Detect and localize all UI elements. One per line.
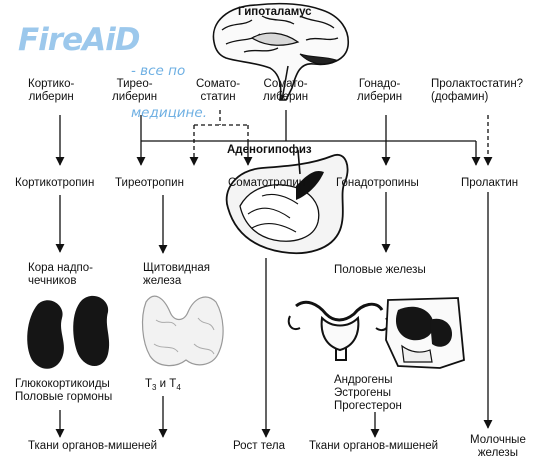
tagline-line2: медицине.: [131, 105, 207, 121]
mammary-glands-label: Молочные железы: [470, 434, 526, 459]
t4-subscript: 4: [176, 383, 181, 392]
t3-subscript: 3: [152, 383, 157, 392]
hypothalamus-label: Гипоталамус: [238, 6, 312, 18]
thyreotropin-label: Тиреотропин: [115, 177, 184, 189]
tagline-line1: - все по: [131, 63, 186, 79]
adrenal-illustration: [27, 295, 110, 369]
sex-hormones-label: Половые гормоны: [15, 391, 113, 403]
body-growth-label: Рост тела: [233, 440, 286, 452]
gonad-hormones-label: Андрогены Эстрогены Прогестерон: [334, 374, 402, 412]
adenohypophysis-label: Аденогипофиз: [227, 144, 312, 156]
pituitary-illustration: [225, 149, 349, 255]
prolactostatin-label: Пролактостатин? (дофамин): [431, 78, 524, 103]
thyroid-illustration: [141, 295, 224, 367]
connector-lines: [55, 110, 493, 438]
somatostatin-label: Сомато- статин: [196, 78, 241, 103]
and-t-text: и Т: [156, 378, 177, 390]
corticotropin-label: Кортикотропин: [15, 177, 95, 189]
gonad-target-tissues-label: Ткани органов-мишеней: [309, 440, 439, 452]
thyreoliberin-label: Тирео- либерин: [112, 78, 158, 103]
thyroid-label: Щитовидная железа: [143, 262, 210, 287]
somatoliberin-label: Сомато- либерин: [263, 78, 309, 103]
adrenal-target-tissues-label: Ткани органов-мишеней: [28, 440, 158, 452]
uterus-illustration: [287, 300, 390, 361]
brain-illustration: [212, 2, 349, 101]
prolactin-label: Пролактин: [461, 177, 519, 189]
somatotropin-label: Соматотропин: [228, 177, 306, 189]
glucocorticoids-label: Глюкокортикоиды: [15, 378, 110, 390]
fireaid-tagline: - все по медицине.: [131, 36, 207, 148]
corticoliberin-label: Кортико- либерин: [28, 78, 75, 103]
fireaid-logo: FireAiD: [18, 22, 140, 58]
gonads-label: Половые железы: [334, 264, 426, 276]
gonadotropins-label: Гонадотропины: [336, 177, 419, 189]
adrenal-cortex-label: Кора надпо- чечников: [28, 262, 93, 287]
gonadoliberin-label: Гонадо- либерин: [357, 78, 403, 103]
thyroid-hormones-label: Т3 и Т4: [145, 378, 181, 392]
male-pelvis-illustration: [385, 297, 465, 369]
t-letter: Т: [145, 378, 153, 390]
